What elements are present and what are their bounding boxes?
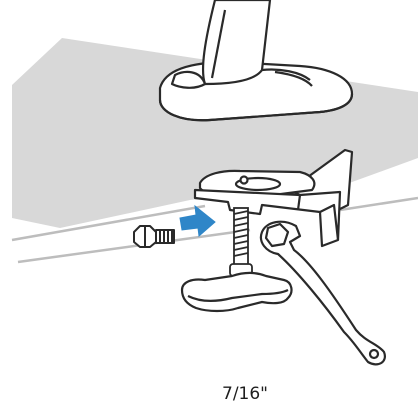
screw-threads bbox=[233, 210, 249, 257]
monitor-arm-base bbox=[158, 0, 354, 122]
desk-underside-line bbox=[17, 196, 418, 264]
arrow-shape bbox=[179, 204, 216, 237]
arm-base-ridge bbox=[261, 68, 311, 81]
wrench-icon bbox=[259, 220, 386, 366]
knob-icon bbox=[180, 271, 293, 313]
clamp-jaw-fold bbox=[319, 203, 340, 241]
threaded-screw bbox=[229, 207, 253, 277]
right-arrow-icon bbox=[179, 204, 216, 237]
knob-body bbox=[180, 271, 293, 313]
knob-ridge bbox=[187, 288, 289, 302]
desk-front-edge-line bbox=[11, 204, 206, 242]
clamp-jaw-side bbox=[296, 194, 302, 211]
clamp-top-screw bbox=[239, 175, 249, 185]
arm-pole-inner-line bbox=[210, 9, 227, 79]
bolt-threads bbox=[159, 230, 173, 243]
hex-bolt-icon bbox=[133, 225, 175, 248]
arm-base-plate-lower-rim bbox=[158, 93, 354, 122]
arm-base-ridge-2 bbox=[274, 70, 313, 87]
bolt-head-in-wrench bbox=[264, 222, 290, 248]
clamp-bracket bbox=[193, 148, 354, 248]
wrench-size-label: 7/16" bbox=[222, 384, 268, 404]
wrench-hang-hole bbox=[368, 348, 380, 360]
clamp-lower-jaw bbox=[193, 188, 342, 248]
wrench-body bbox=[259, 220, 386, 366]
arm-pole-collar bbox=[170, 70, 207, 89]
